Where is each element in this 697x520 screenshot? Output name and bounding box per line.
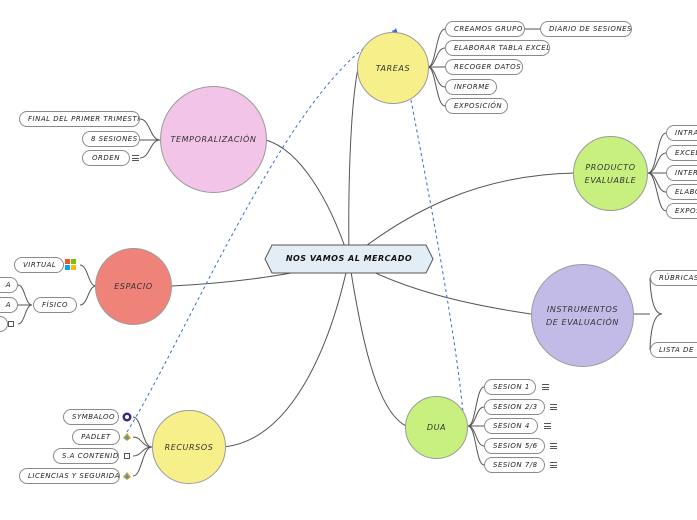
subtopic-padlet[interactable]: PADLET (72, 429, 120, 445)
connector-dua (348, 258, 407, 427)
padlet-icon (123, 472, 131, 480)
subtopic-fisico-child-2[interactable]: A (0, 297, 18, 313)
subtopic-recoger-datos[interactable]: RECOGER DATOS (445, 59, 523, 75)
symbaloo-icon (122, 412, 132, 422)
subtopic-exposicion[interactable]: EXPOSICIÓN (445, 98, 508, 114)
topic-producto-label: PRODUCTO EVALUABLE (584, 162, 637, 185)
subtopic-lista-control[interactable]: LISTA DE C (650, 342, 697, 358)
topic-dua[interactable]: DUA (405, 396, 468, 459)
topic-espacio-label: ESPACIO (114, 282, 153, 291)
central-topic[interactable]: NOS VAMOS AL MERCADO (264, 244, 434, 274)
note-icon[interactable] (550, 443, 557, 449)
subtopic-producto-4[interactable]: ELABO (666, 184, 697, 200)
topic-temporalizacion[interactable]: TEMPORALIZACIÓN (160, 86, 267, 193)
note-icon[interactable] (550, 462, 557, 468)
note-icon[interactable] (132, 155, 139, 161)
topic-espacio[interactable]: ESPACIO (95, 248, 172, 325)
subtopic-rubricas[interactable]: RÚBRICAS (650, 270, 697, 286)
subtopic-sa-contenido[interactable]: S.A CONTENIDO (53, 448, 119, 464)
connector-recursos (223, 258, 350, 448)
windows-apps-icon (65, 259, 76, 270)
topic-instrumentos-label: INSTRUMENTOS DE EVALUACIÓN (545, 304, 620, 327)
subtopic-fisico[interactable]: FÍSICO (33, 297, 77, 313)
subtopic-orden[interactable]: ORDEN (82, 150, 130, 166)
topic-recursos[interactable]: RECURSOS (152, 410, 226, 484)
subtopic-informe[interactable]: INFORME (445, 79, 497, 95)
note-icon[interactable] (544, 423, 551, 429)
subtopic-producto-3[interactable]: INTER (666, 165, 697, 181)
subtopic-8-sesiones[interactable]: 8 SESIONES (82, 131, 140, 147)
central-topic-label: NOS VAMOS AL MERCADO (285, 254, 413, 263)
topic-temporalizacion-label: TEMPORALIZACIÓN (170, 135, 257, 144)
topic-tareas[interactable]: TAREAS (357, 32, 429, 104)
subtopic-sesion-4[interactable]: SESION 4 (484, 418, 538, 434)
subtopic-producto-2[interactable]: EXCEL (666, 145, 697, 161)
subtopic-fisico-child-1[interactable]: A (0, 277, 18, 293)
connector-temporalizacion (265, 139, 350, 260)
subtopic-virtual[interactable]: VIRTUAL (14, 257, 64, 273)
subtopic-sesion-2-3[interactable]: SESION 2/3 (484, 399, 545, 415)
connector-producto (348, 172, 575, 260)
topic-tareas-label: TAREAS (375, 63, 411, 73)
connector-tareas (348, 67, 359, 260)
subtopic-diario-sesiones[interactable]: DIARIO DE SESIONES (540, 21, 632, 37)
link-icon[interactable] (124, 453, 130, 459)
relation-recursos-tareas (126, 29, 397, 433)
topic-recursos-label: RECURSOS (164, 442, 214, 452)
topic-instrumentos[interactable]: INSTRUMENTOS DE EVALUACIÓN (531, 264, 634, 367)
topic-producto-evaluable[interactable]: PRODUCTO EVALUABLE (573, 136, 648, 211)
subtopic-final-trimestre[interactable]: FINAL DEL PRIMER TRIMESTRE (19, 111, 140, 127)
subtopic-creamos-grupo[interactable]: CREAMOS GRUPO (445, 21, 525, 37)
subtopic-sesion-1[interactable]: SESION 1 (484, 379, 536, 395)
subtopic-producto-5[interactable]: EXPOS (666, 203, 697, 219)
padlet-icon (123, 433, 131, 441)
subtopic-producto-1[interactable]: INTRA (666, 125, 697, 141)
note-icon[interactable] (542, 384, 549, 390)
link-icon[interactable] (8, 321, 14, 327)
topic-dua-label: DUA (426, 423, 447, 432)
note-icon[interactable] (550, 404, 557, 410)
subtopic-sesion-7-8[interactable]: SESION 7/8 (484, 457, 545, 473)
subtopic-symbaloo[interactable]: SYMBALOO (63, 409, 119, 425)
subtopic-licencias[interactable]: LICENCIAS Y SEGURIDAD (19, 468, 120, 484)
subtopic-sesion-5-6[interactable]: SESION 5/6 (484, 438, 545, 454)
subtopic-elaborar-tabla[interactable]: ELABORAR TABLA EXCEL (445, 40, 550, 56)
